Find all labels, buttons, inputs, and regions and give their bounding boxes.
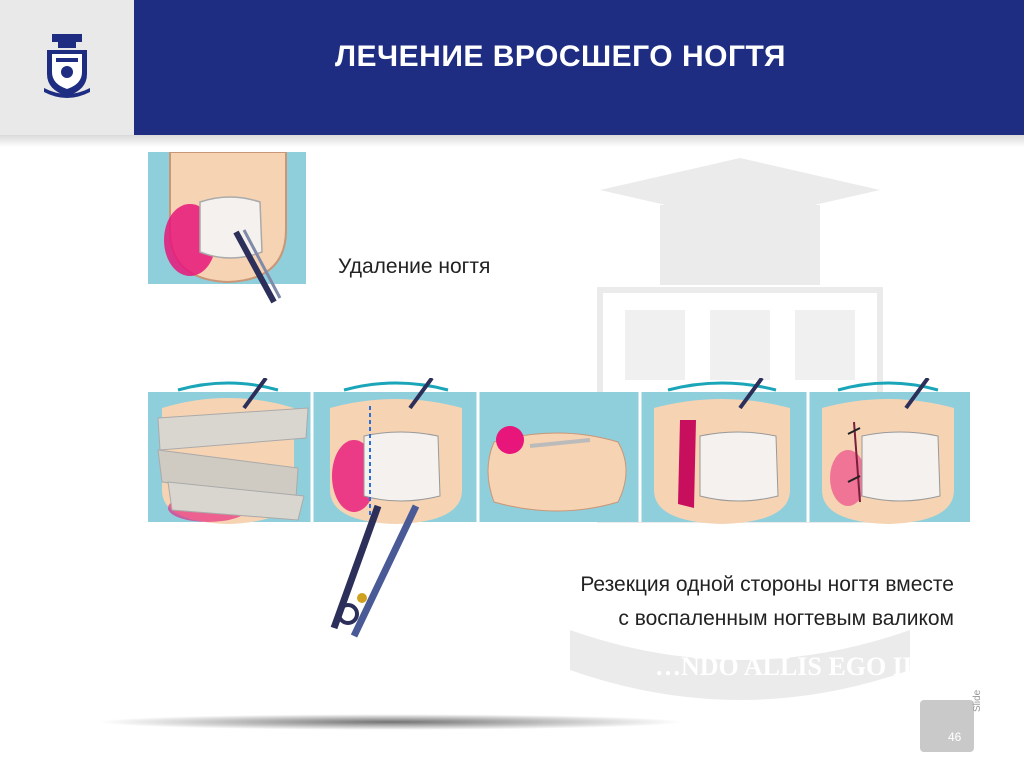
bottom-shadow (95, 714, 685, 730)
slide-number-badge (920, 700, 974, 752)
slide-title: ЛЕЧЕНИЕ ВРОСШЕГО НОГТЯ (335, 40, 786, 73)
crest-logo-icon (44, 34, 90, 98)
watermark-motto: …NDO ALLIS EGO IPSE AR… (655, 652, 920, 681)
header-divider (0, 135, 1024, 147)
slide-number: 46 (948, 730, 962, 744)
caption-resection: Резекция одной стороны ногтя вместе с во… (470, 568, 954, 636)
scissors-icon (330, 504, 420, 638)
caption-resection-line1: Резекция одной стороны ногтя вместе (580, 573, 954, 596)
nail-removal-illustration (148, 152, 306, 304)
caption-resection-line2: с воспаленным ногтевым валиком (618, 607, 954, 630)
caption-nail-removal: Удаление ногтя (338, 255, 491, 278)
header-bar (134, 0, 1024, 135)
slide-label: Slide (972, 689, 983, 712)
forceps-icon (242, 378, 930, 410)
resection-steps-illustration (148, 378, 970, 638)
